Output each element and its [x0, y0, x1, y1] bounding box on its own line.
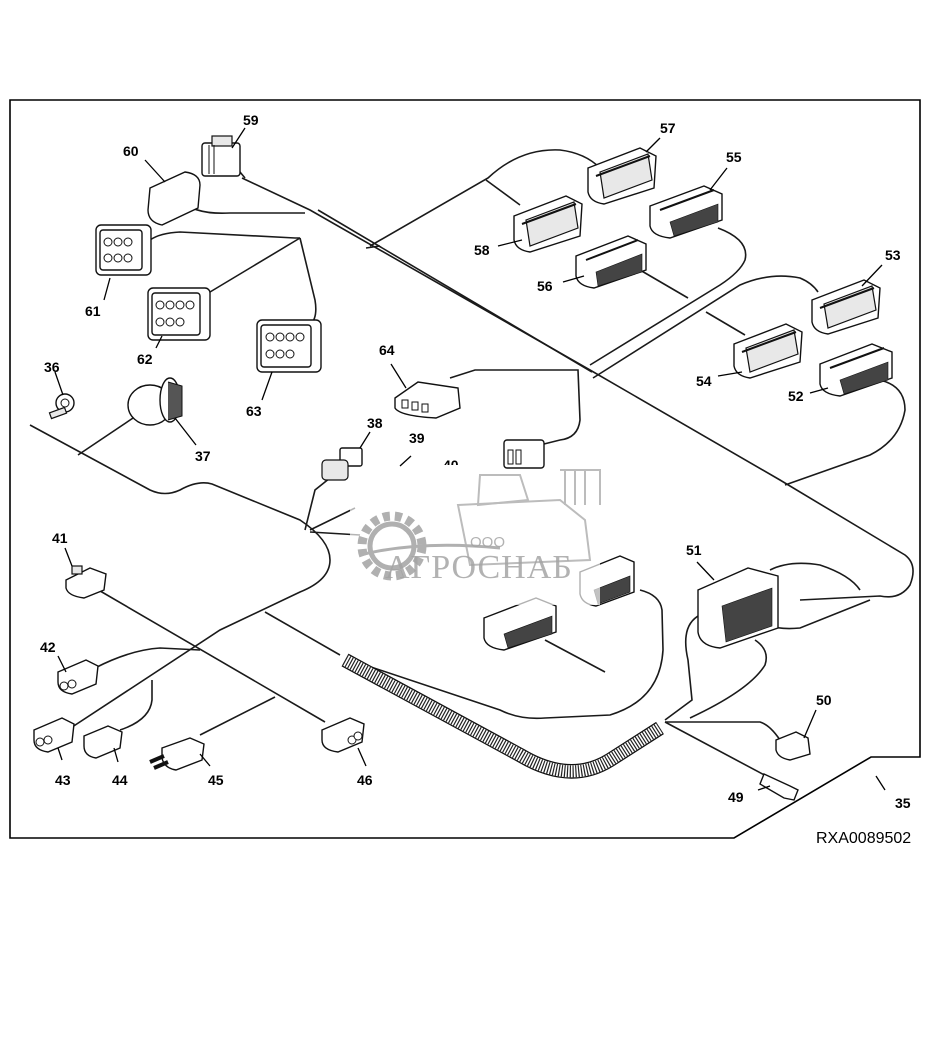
connector-41: [65, 565, 107, 599]
callout-42: 42: [40, 639, 56, 655]
sensor-37: [127, 377, 183, 426]
connector-45: [149, 737, 205, 771]
connector-59: [201, 135, 241, 177]
connector-56: [575, 235, 647, 289]
callout-59: 59: [243, 112, 259, 128]
callout-62: 62: [137, 351, 153, 367]
callout-55: 55: [726, 149, 742, 165]
callout-56: 56: [537, 278, 553, 294]
control-unit-51: [697, 567, 779, 649]
callout-44: 44: [112, 772, 128, 788]
connector-64: [394, 381, 461, 419]
connector-62: [147, 287, 211, 341]
callout-37: 37: [195, 448, 211, 464]
diagram-frame: [9, 99, 921, 839]
connector-55: [649, 185, 723, 239]
callout-53: 53: [885, 247, 901, 263]
callout-57: 57: [660, 120, 676, 136]
connector-46: [321, 717, 365, 753]
connector-44: [83, 725, 123, 759]
callout-36: 36: [44, 359, 60, 375]
connector-center-left: [483, 597, 557, 651]
connector-58: [513, 195, 583, 253]
callout-46: 46: [357, 772, 373, 788]
callout-61: 61: [85, 303, 101, 319]
callout-54: 54: [696, 373, 712, 389]
watermark: ООО АГРОСНАБ: [350, 469, 601, 605]
harness-wires: [29, 149, 914, 779]
watermark-company-name: АГРОСНАБ: [385, 549, 573, 586]
callout-63: 63: [246, 403, 262, 419]
callout-35: 35: [895, 795, 911, 811]
connector-63: [256, 319, 322, 373]
connector-52: [819, 343, 893, 397]
harvester-logo-icon: [456, 469, 601, 567]
callout-labels: 59 60 61 62 63 36 37 38 39 40 64 41 42 4…: [40, 112, 911, 847]
connector-54: [733, 323, 803, 379]
callout-49: 49: [728, 789, 744, 805]
callout-45: 45: [208, 772, 224, 788]
connector-61: [95, 224, 152, 276]
callout-64: 64: [379, 342, 395, 358]
connector-43: [33, 717, 75, 753]
callout-40: 40: [443, 457, 459, 473]
clamp-36: [48, 393, 75, 420]
connector-40: [503, 439, 545, 469]
callout-58: 58: [474, 242, 490, 258]
callout-38: 38: [367, 415, 383, 431]
connector-57: [587, 147, 657, 205]
callout-43: 43: [55, 772, 71, 788]
reference-code: RXA0089502: [816, 830, 911, 847]
callout-41: 41: [52, 530, 68, 546]
watermark-prefix: ООО: [470, 534, 505, 551]
callout-50: 50: [816, 692, 832, 708]
callout-51: 51: [686, 542, 702, 558]
sensor-49: [759, 773, 799, 801]
connector-42: [57, 659, 99, 695]
callout-52: 52: [788, 388, 804, 404]
callout-60: 60: [123, 143, 139, 159]
connector-50: [775, 731, 811, 761]
connector-38: [321, 447, 363, 481]
connector-60: [147, 171, 201, 226]
connector-53: [811, 279, 881, 335]
leader-lines: [54, 127, 886, 791]
coiled-cable: [341, 653, 664, 779]
callout-39: 39: [409, 430, 425, 446]
